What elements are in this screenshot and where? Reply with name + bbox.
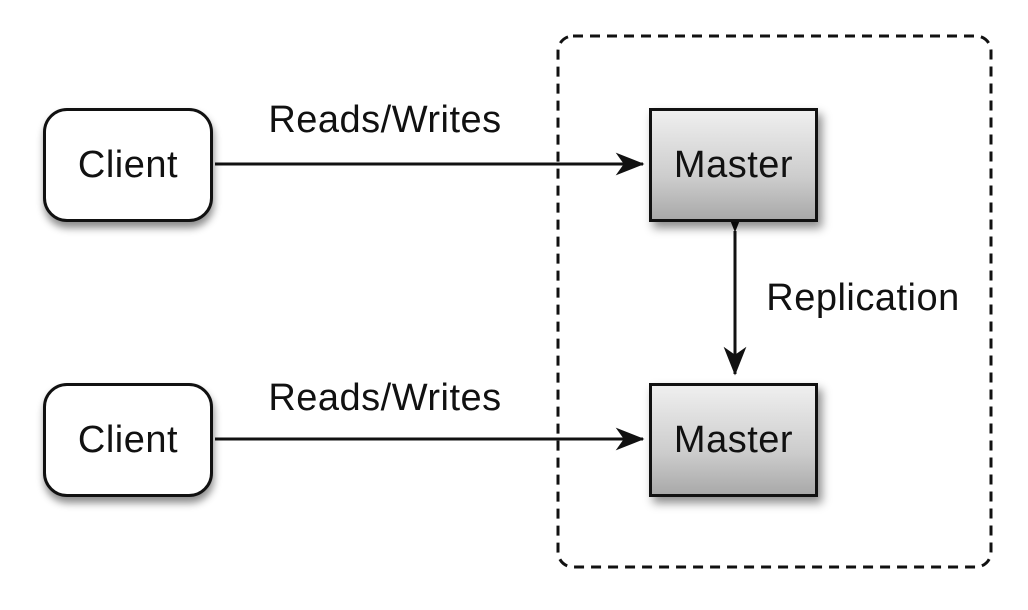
reads-writes-label-bottom: Reads/Writes (268, 377, 502, 419)
client-node-bottom: Client (43, 383, 213, 497)
client-node-top: Client (43, 108, 213, 222)
master-node-bottom: Master (649, 383, 818, 497)
reads-writes-label-top: Reads/Writes (268, 99, 502, 141)
client-node-top-label: Client (77, 144, 179, 186)
replication-label: Replication (766, 277, 960, 319)
master-node-top: Master (649, 108, 818, 222)
master-node-top-label: Master (673, 144, 794, 186)
client-node-bottom-label: Client (77, 419, 179, 461)
master-node-bottom-label: Master (673, 419, 794, 461)
